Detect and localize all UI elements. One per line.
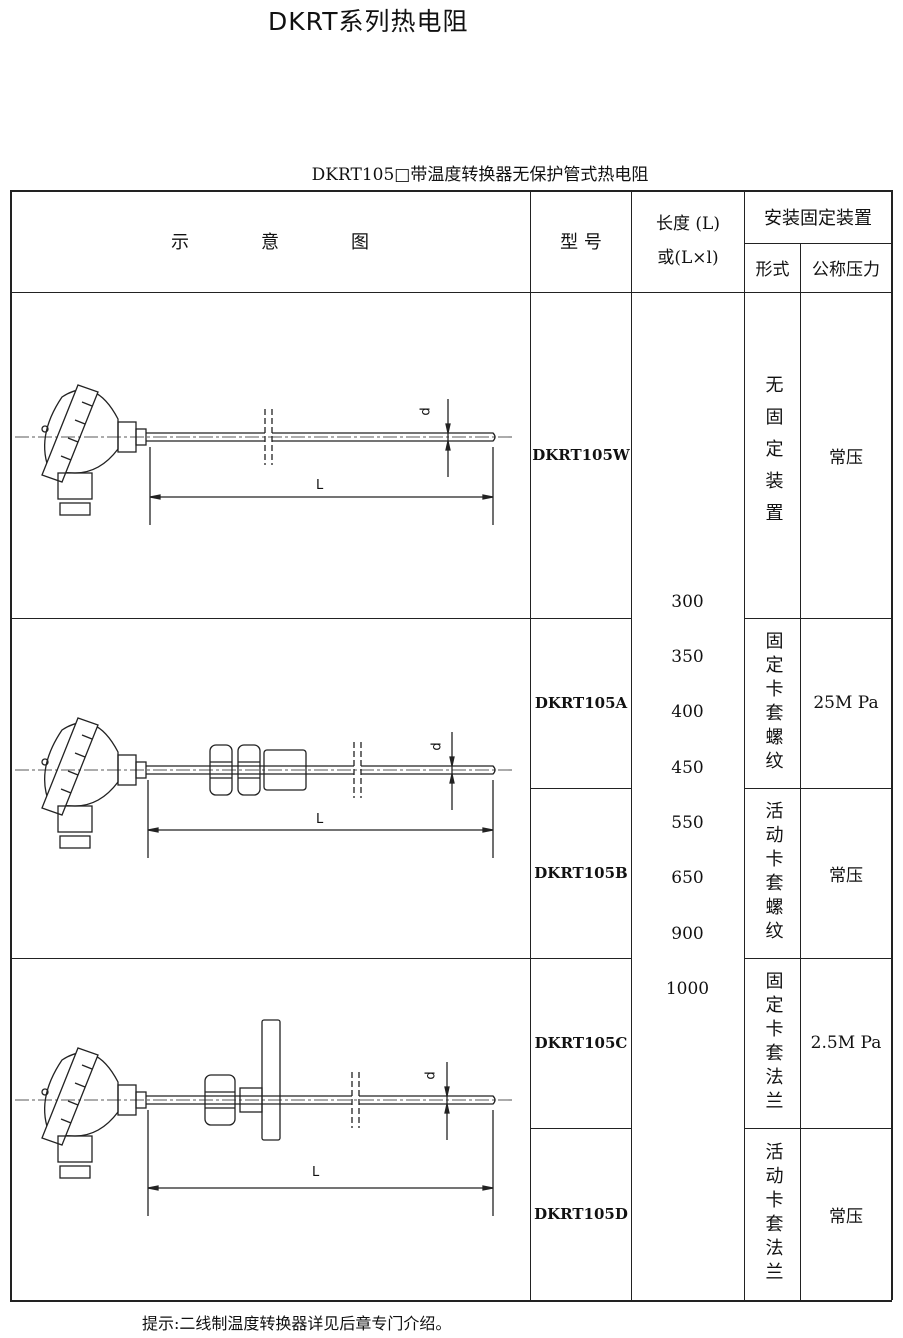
header-model: 型 号 [560,232,602,253]
fitting-body [263,749,307,791]
length-value: 900 [671,924,704,944]
diameter-dimension [445,399,451,477]
model-cell: DKRT105W [532,446,630,464]
model-cell: DKRT105A [534,694,628,712]
col-divider [631,190,632,1300]
row-divider [744,788,892,789]
hex-nut [204,1074,236,1126]
diameter-label: d [418,407,434,416]
length-value: 650 [671,868,704,888]
row-divider [10,618,631,619]
form-cell: 固定卡套螺纹 [762,631,784,775]
flange [239,1019,281,1141]
form-cell: 无固定装置 [762,375,784,535]
row-divider [744,958,892,959]
header-length-line1: 长度 (L) [656,214,720,234]
col-divider [800,243,801,1300]
table-border-right [891,190,893,1300]
length-label: L [312,1165,320,1180]
header-diagram: 示 意 图 [171,232,369,253]
diameter-dimension [449,732,455,810]
hex-nut [209,744,233,796]
form-cell: 固定卡套法兰 [762,971,784,1115]
footnote: 提示:二线制温度转换器详见后章专门介绍。 [142,1314,452,1333]
row-divider [530,1128,631,1129]
row-divider [744,618,892,619]
length-label: L [316,812,324,827]
row-divider [530,788,631,789]
row-divider [744,1128,892,1129]
pressure-cell: 2.5M Pa [810,1033,882,1053]
header-form: 形式 [755,260,790,280]
length-dimension [147,780,494,858]
length-dimension [149,447,494,525]
diameter-label: d [429,742,445,751]
row-divider [10,292,892,293]
pressure-cell: 常压 [829,447,863,468]
pressure-cell: 常压 [829,865,863,886]
form-cell: 活动卡套法兰 [762,1142,784,1286]
model-cell: DKRT105C [534,1034,628,1052]
header-length-line2: 或(L×l) [657,248,719,268]
length-value: 550 [671,813,704,833]
table-border-top [10,190,892,192]
page-title: DKRT系列热电阻 [268,7,469,36]
terminal-head [41,384,147,516]
col-divider [530,190,531,1300]
model-cell: DKRT105B [534,864,628,882]
pressure-cell: 25M Pa [813,693,879,713]
table-border-left [10,190,12,1300]
row-divider [10,958,631,959]
header-length: 长度 (L) 或(L×l) [632,190,744,292]
break-mark [351,1072,360,1128]
terminal-head [41,1047,147,1179]
length-value: 450 [671,758,704,778]
table-border-bottom [10,1300,892,1302]
terminal-head [41,717,147,849]
length-value: 1000 [665,979,710,999]
form-cell: 活动卡套螺纹 [762,801,784,945]
table-caption: DKRT105□带温度转换器无保护管式热电阻 [311,165,649,185]
row-divider [744,243,892,244]
length-label: L [316,478,324,493]
length-value: 350 [671,647,704,667]
model-cell: DKRT105D [534,1205,628,1223]
length-value: 400 [671,702,704,722]
diameter-label: d [423,1071,439,1080]
hex-nut [237,744,261,796]
pressure-cell: 常压 [829,1206,863,1227]
length-value: 300 [671,592,704,612]
header-install: 安装固定装置 [764,207,872,229]
length-dimension [147,1110,494,1216]
col-divider [744,190,745,1300]
header-pressure: 公称压力 [812,260,880,280]
diameter-dimension [444,1062,450,1140]
